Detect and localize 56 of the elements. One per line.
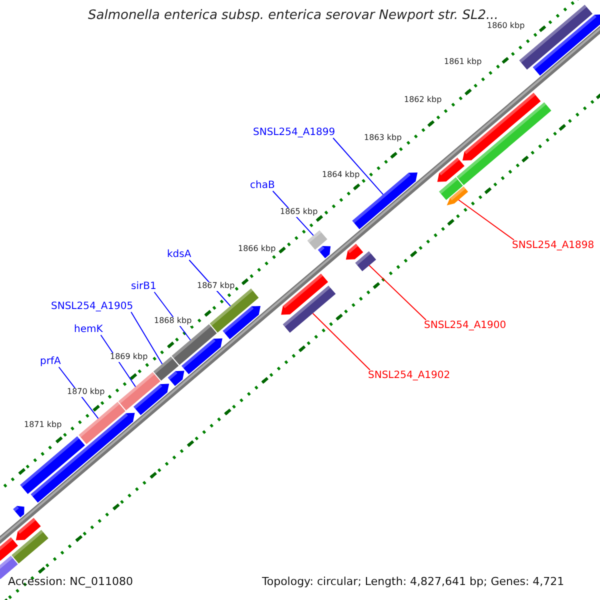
leader-line bbox=[130, 312, 163, 364]
leader-line bbox=[332, 138, 384, 195]
scale-label: 1865 kbp bbox=[280, 208, 318, 217]
gene-label: SNSL254_A1905 bbox=[51, 301, 134, 312]
scale-label: 1866 kbp bbox=[238, 245, 276, 254]
gene-block bbox=[282, 286, 336, 333]
gene-block bbox=[462, 92, 541, 160]
gene-block bbox=[172, 324, 217, 365]
leader-line bbox=[458, 199, 514, 240]
gene-block bbox=[456, 102, 552, 186]
gene-label: SNSL254_A1900 bbox=[424, 320, 506, 331]
gene-block bbox=[13, 506, 24, 518]
info-text: Accession: NC_011080 bbox=[8, 576, 134, 588]
gene-block bbox=[346, 244, 364, 260]
scale-label: 1871 kbp bbox=[24, 421, 62, 430]
gene-block bbox=[12, 530, 48, 564]
gene-label: SNSL254_A1898 bbox=[512, 240, 594, 251]
gene-label: chaB bbox=[250, 180, 275, 191]
gene-block bbox=[118, 372, 160, 410]
scale-label: 1861 kbp bbox=[444, 58, 482, 67]
gene-block bbox=[182, 338, 222, 374]
gene-block bbox=[78, 402, 126, 444]
scale-label: 1869 kbp bbox=[110, 353, 148, 362]
leader-line bbox=[312, 312, 370, 370]
scale-label: 1867 kbp bbox=[197, 282, 235, 291]
leader-line bbox=[368, 264, 426, 320]
gene-label: prfA bbox=[40, 356, 61, 367]
gene-block bbox=[439, 177, 463, 200]
gene-block bbox=[168, 370, 184, 386]
scale-label: 1862 kbp bbox=[404, 96, 442, 105]
gene-block bbox=[222, 306, 260, 340]
gene-label: kdsA bbox=[167, 249, 192, 260]
gene-block bbox=[318, 246, 331, 258]
scale-label: 1870 kbp bbox=[67, 388, 105, 397]
gene-block bbox=[307, 230, 328, 250]
gene-block bbox=[134, 384, 170, 416]
title: Salmonella enterica subsp. enterica serovar Newport str. SL2... bbox=[88, 9, 498, 23]
gene-label: SNSL254_A1902 bbox=[368, 370, 450, 381]
gene-block bbox=[446, 186, 468, 206]
gene-block bbox=[437, 158, 464, 182]
scale-label: 1868 kbp bbox=[154, 317, 192, 326]
gene-block bbox=[20, 436, 85, 494]
gene-block bbox=[532, 14, 600, 76]
gene-block bbox=[281, 274, 328, 315]
gene-label: hemK bbox=[74, 324, 103, 335]
gene-block bbox=[0, 537, 18, 561]
gene-block bbox=[355, 251, 376, 272]
scale-label: 1860 kbp bbox=[487, 22, 525, 31]
gene-label: sirB1 bbox=[131, 281, 156, 292]
scale-label: 1864 kbp bbox=[322, 171, 360, 180]
scale-label: 1863 kbp bbox=[364, 134, 402, 143]
info-text: Topology: circular; Length: 4,827,641 bp; Genes: 4,721 bbox=[262, 576, 564, 588]
gene-label: SNSL254_A1899 bbox=[253, 127, 336, 138]
gene-block bbox=[210, 288, 259, 333]
gene-block bbox=[16, 518, 41, 540]
gene-block bbox=[153, 356, 179, 381]
